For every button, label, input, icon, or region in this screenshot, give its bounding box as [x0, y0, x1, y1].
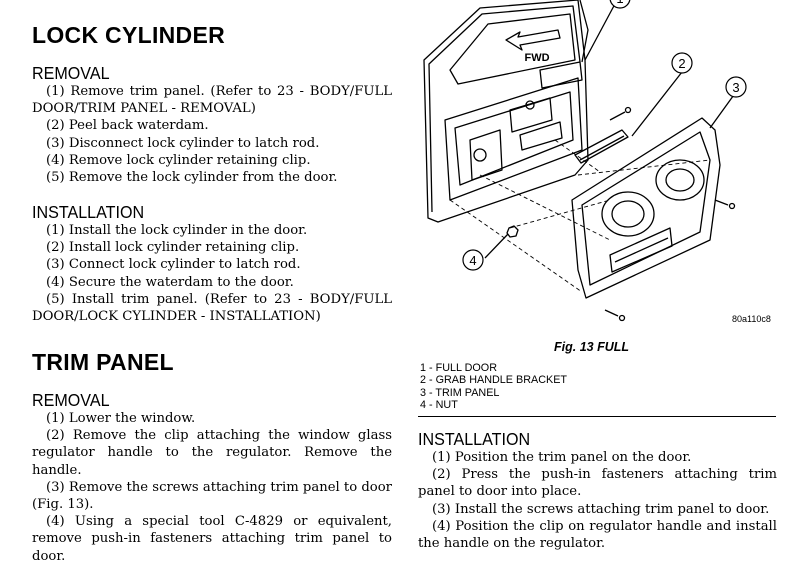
fwd-arrow [505, 29, 561, 51]
heading-removal: REMOVAL [32, 63, 110, 83]
list-item: (1) Position the trim panel on the door. [432, 450, 692, 465]
door-outline [423, 0, 589, 223]
list-item: (5) Install trim panel. (Refer to 23 - B… [32, 291, 392, 325]
list-item: (3) Connect lock cylinder to latch rod. [46, 257, 301, 273]
legend-item: 4 - NUT [420, 399, 458, 412]
figure-legend: 1 - FULL DOOR 2 - GRAB HANDLE BRACKET 3 … [420, 362, 567, 412]
list-item: (3) Remove the screws attaching trim pan… [32, 479, 392, 513]
screw [609, 111, 626, 121]
list-item: (2) Peel back waterdam. [46, 118, 209, 134]
section-title-lock-cylinder: LOCK CYLINDER [32, 22, 226, 48]
list-item: (2) Remove the clip attaching the window… [32, 428, 392, 478]
list-item: (2) Press the push-in fasteners attachin… [418, 467, 777, 500]
list-item: (1) Remove trim panel. (Refer to 23 - BO… [32, 84, 392, 117]
legend-item: 3 - TRIM PANEL [420, 386, 500, 399]
callout-1: 1 [616, 0, 623, 6]
nut [506, 225, 519, 238]
list-item: (3) Install the screws attaching trim pa… [432, 501, 770, 517]
legend-divider [418, 416, 776, 417]
legend-item: 1 - FULL DOOR [420, 362, 497, 374]
trim-panel-installation-steps: (1) Position the trim panel on the door.… [418, 449, 777, 552]
figure-code: 80a110c8 [732, 314, 771, 324]
section-title-trim-panel: TRIM PANEL [32, 349, 174, 375]
trim-panel-removal-steps: (1) Lower the window. (2) Remove the cli… [32, 410, 392, 565]
list-item: (1) Install the lock cylinder in the doo… [46, 223, 308, 238]
list-item: (3) Disconnect lock cylinder to latch ro… [46, 135, 320, 151]
heading-installation: INSTALLATION [32, 202, 145, 222]
callout-4: 4 [469, 253, 476, 268]
callout-3: 3 [732, 80, 739, 95]
list-item: (4) Position the clip on regulator handl… [418, 518, 777, 552]
door-exploded-diagram: 1 2 3 4 FWD [423, 0, 747, 322]
heading-removal-trim-panel: REMOVAL [32, 390, 110, 410]
heading-installation-trim-panel: INSTALLATION [418, 429, 531, 449]
legend-item: 2 - GRAB HANDLE BRACKET [420, 374, 567, 387]
list-item: (2) Install lock cylinder retaining clip… [46, 240, 300, 256]
list-item: (4) Remove lock cylinder retaining clip. [46, 152, 311, 168]
list-item: (5) Remove the lock cylinder from the do… [46, 170, 338, 186]
fwd-label: FWD [524, 52, 549, 64]
figure-caption: Fig. 13 FULL [554, 340, 629, 354]
window-opening [449, 13, 576, 85]
installation-steps: (1) Install the lock cylinder in the doo… [32, 222, 392, 325]
removal-steps: (1) Remove trim panel. (Refer to 23 - BO… [32, 83, 392, 186]
list-item: (4) Secure the waterdam to the door. [46, 274, 294, 290]
list-item: (4) Using a special tool C-4829 or equiv… [32, 514, 392, 564]
callout-2: 2 [678, 56, 685, 71]
grab-handle-bracket [574, 129, 629, 164]
trim-panel [571, 117, 721, 299]
list-item: (1) Lower the window. [46, 411, 196, 426]
